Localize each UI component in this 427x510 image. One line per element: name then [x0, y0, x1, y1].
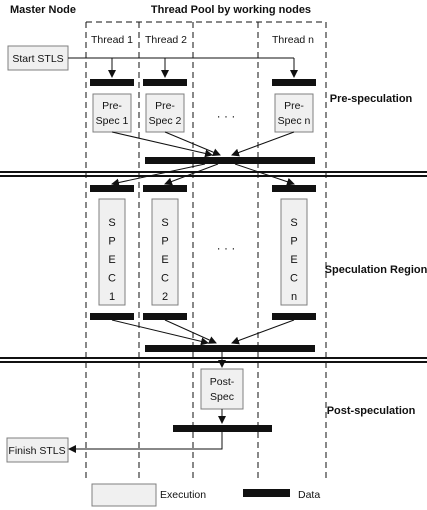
post-spec-box [200, 368, 244, 410]
pre-spec-n-line2: Spec n [278, 115, 311, 127]
legend: Execution Data [91, 483, 320, 507]
sync-to-spec-arrows [111, 163, 295, 187]
master-node-header: Master Node [10, 4, 76, 16]
pre-spec-2-line2: Spec 2 [149, 115, 182, 127]
sync-bar-2 [145, 345, 315, 352]
phase-label-pre: Pre-speculation [330, 93, 413, 105]
spec-box-n [280, 198, 308, 306]
data-bar [272, 79, 316, 86]
thread-label-2: Thread 2 [145, 34, 187, 46]
post-spec-line1: Post- [210, 376, 235, 388]
start-stls-label: Start STLS [12, 53, 63, 65]
thread-label-1: Thread 1 [91, 34, 133, 46]
finish-stls-box [6, 437, 69, 463]
spec-box-2 [151, 198, 179, 306]
final-data-bar [173, 425, 272, 432]
pre-spec-1-line1: Pre- [102, 100, 122, 112]
spec-box-1 [98, 198, 126, 306]
legend-execution-label: Execution [160, 489, 206, 501]
phase-label-post: Post-speculation [327, 405, 416, 417]
pre-to-sync-arrows [111, 131, 295, 158]
thread-lanes [85, 21, 327, 478]
data-bar [143, 79, 187, 86]
legend-data-label: Data [298, 489, 320, 501]
data-bar [90, 79, 134, 86]
phase-label-spec: Speculation Region [325, 264, 427, 276]
legend-execution-swatch [91, 483, 157, 507]
finish-stls-label: Finish STLS [8, 445, 65, 457]
pre-spec-box-n [274, 93, 314, 133]
post-spec-line2: Spec [210, 391, 234, 403]
data-bar [90, 313, 134, 320]
pre-spec-2-line1: Pre- [155, 100, 175, 112]
thread-label-n: Thread n [272, 34, 314, 46]
ellipsis-pre: · · · [217, 109, 236, 123]
data-bar [272, 185, 316, 192]
data-bar [90, 185, 134, 192]
spec-to-sync-arrows [111, 319, 295, 346]
pre-spec-n-line1: Pre- [284, 100, 304, 112]
pre-spec-box-1 [92, 93, 132, 133]
start-stls-box [7, 45, 69, 71]
start-arrows [68, 57, 298, 78]
data-bar [272, 313, 316, 320]
data-bar [143, 313, 187, 320]
legend-data-swatch [243, 489, 290, 497]
pre-spec-box-2 [145, 93, 185, 133]
data-bar [143, 185, 187, 192]
pre-spec-1-line2: Spec 1 [96, 115, 129, 127]
phase-separators [0, 171, 427, 363]
sync-bar-1 [145, 157, 315, 164]
to-finish-arrow [68, 432, 223, 453]
thread-pool-header: Thread Pool by working nodes [151, 4, 311, 16]
ellipsis-spec: · · · [217, 241, 236, 255]
